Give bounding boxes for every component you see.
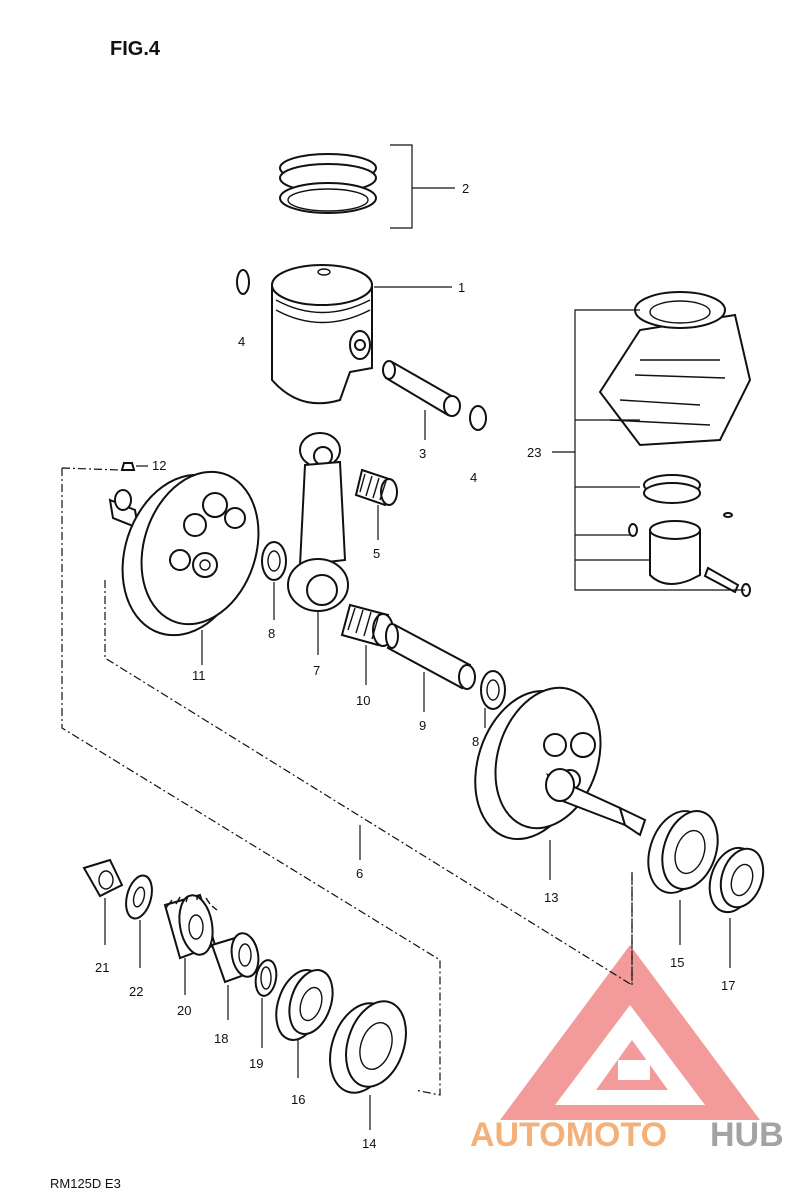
label-17: 17 — [721, 978, 735, 993]
label-10: 10 — [356, 693, 370, 708]
label-13: 13 — [544, 890, 558, 905]
label-19: 19 — [249, 1056, 263, 1071]
big-end-bearing — [340, 603, 394, 647]
label-18: 18 — [214, 1031, 228, 1046]
label-4-lower: 4 — [470, 470, 477, 485]
watermark-text-automoto: AUTOMOTO — [470, 1116, 667, 1154]
piston-pin — [382, 360, 461, 417]
oil-seal-left — [275, 969, 334, 1041]
label-9: 9 — [419, 718, 426, 733]
washer — [125, 874, 153, 920]
bracket-cylinder-kit — [552, 309, 745, 591]
label-11: 11 — [192, 668, 206, 683]
label-8-lower: 8 — [472, 734, 479, 749]
crank-pin — [385, 623, 476, 690]
watermark-logo — [500, 945, 760, 1120]
piston — [271, 264, 373, 405]
figure-title: FIG.4 — [110, 38, 161, 60]
label-14: 14 — [362, 1136, 376, 1151]
label-3: 3 — [419, 446, 426, 461]
label-20: 20 — [177, 1003, 191, 1018]
piston-ring-set — [279, 153, 377, 214]
figure-footer: RM125D E3 — [50, 1176, 121, 1191]
circlip-upper — [236, 269, 250, 295]
crank-web-right — [474, 686, 647, 841]
primary-drive-gear — [163, 893, 218, 960]
label-2: 2 — [462, 181, 469, 196]
crankshaft-assembly-outline — [61, 467, 633, 1096]
oil-seal-right — [708, 846, 765, 914]
circlip-lower — [469, 405, 487, 431]
label-21: 21 — [95, 960, 109, 975]
o-ring — [254, 959, 278, 997]
label-12: 12 — [152, 458, 166, 473]
nut — [82, 858, 124, 898]
cylinder-piston-kit — [598, 291, 752, 597]
crank-bearing-left — [329, 1000, 407, 1094]
thrust-washer-lower — [480, 670, 506, 710]
watermark-text-hub: HUB — [710, 1116, 784, 1154]
label-16: 16 — [291, 1092, 305, 1107]
label-8-upper: 8 — [268, 626, 275, 641]
label-22: 22 — [129, 984, 143, 999]
connecting-rod — [287, 432, 349, 612]
spacer — [210, 932, 260, 984]
small-end-bearing — [354, 468, 398, 507]
label-6: 6 — [356, 866, 363, 881]
crank-key — [120, 462, 136, 471]
label-5: 5 — [373, 546, 380, 561]
label-15: 15 — [670, 955, 684, 970]
label-1: 1 — [458, 280, 465, 295]
label-23: 23 — [527, 445, 541, 460]
thrust-washer-upper — [261, 541, 287, 581]
crank-web-left — [108, 470, 260, 637]
crank-bearing-right — [647, 810, 719, 894]
label-4-upper: 4 — [238, 334, 245, 349]
bracket-ring-set — [390, 144, 455, 229]
label-7: 7 — [313, 663, 320, 678]
